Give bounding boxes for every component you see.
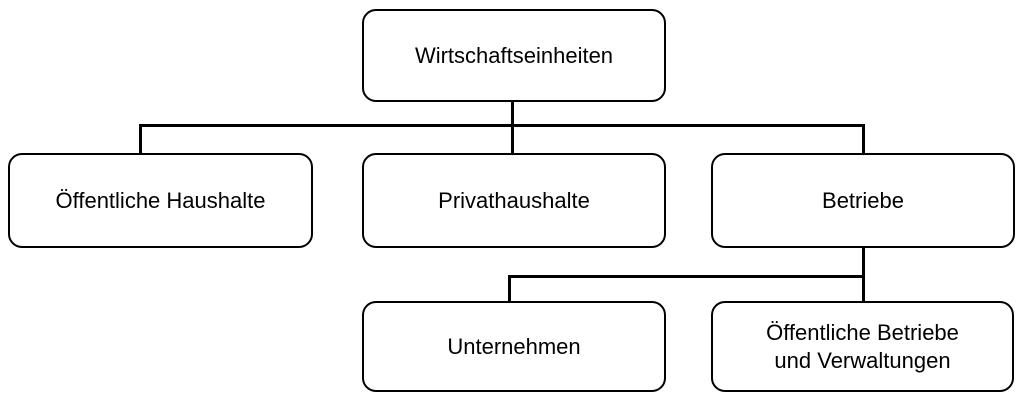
node-unternehmen: Unternehmen <box>362 301 666 392</box>
node-wirtschaftseinheiten: Wirtschaftseinheiten <box>362 9 666 102</box>
node-oeffentliche-betriebe-label-line1: Öffentliche Betriebe <box>766 320 959 345</box>
node-privathaushalte-label: Privathaushalte <box>438 187 590 213</box>
node-oeffentliche-betriebe-und-verwaltungen: Öffentliche Betriebe und Verwaltungen <box>711 301 1014 392</box>
edge-bus-level-2 <box>139 124 865 127</box>
edge-bus-to-unternehmen <box>508 275 511 302</box>
node-unternehmen-label: Unternehmen <box>447 333 581 359</box>
node-wirtschaftseinheiten-label: Wirtschaftseinheiten <box>414 42 614 68</box>
edge-bus-to-betriebe <box>862 124 865 154</box>
node-betriebe: Betriebe <box>711 153 1015 248</box>
edge-betriebe-to-bus <box>862 247 865 302</box>
node-oeffentliche-haushalte: Öffentliche Haushalte <box>8 153 313 248</box>
edge-root-to-bus <box>511 101 514 154</box>
node-betriebe-label: Betriebe <box>822 187 904 213</box>
node-oeffentliche-haushalte-label: Öffentliche Haushalte <box>55 187 266 213</box>
node-oeffentliche-betriebe-label-line2: und Verwaltungen <box>774 347 951 373</box>
node-privathaushalte: Privathaushalte <box>362 153 666 248</box>
edge-bus-level-3 <box>508 275 865 278</box>
edge-bus-to-oeffentliche-haushalte <box>139 124 142 154</box>
